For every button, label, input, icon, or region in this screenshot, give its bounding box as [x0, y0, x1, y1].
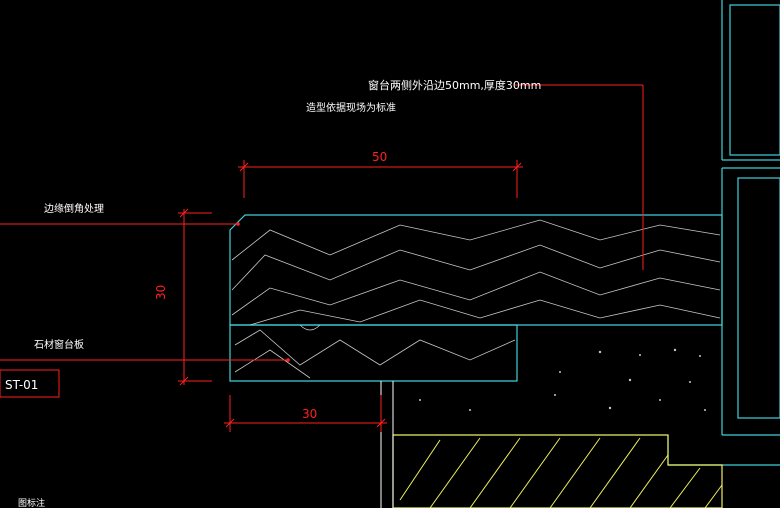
- sill-overhang-note: 窗台两侧外沿边50mm,厚度30mm: [368, 78, 541, 92]
- dimension-bottom-width: 30: [302, 407, 317, 421]
- wall-lines: [380, 381, 394, 508]
- stone-sill-note: 石材窗台板: [34, 338, 84, 351]
- dimension-lines: [0, 84, 644, 432]
- leader-dot: [286, 358, 290, 362]
- corner-text: 图标注: [18, 497, 45, 508]
- mortar-speckle: [419, 348, 706, 411]
- material-tag: ST-01: [5, 378, 38, 392]
- leader-dot: [236, 222, 240, 226]
- site-note: 造型依据现场为标准: [306, 101, 396, 114]
- edge-chamfer-note: 边缘倒角处理: [44, 202, 104, 215]
- dimension-left-height: 30: [154, 285, 168, 300]
- window-frame: [667, 0, 780, 466]
- wall-section: [392, 434, 723, 508]
- stone-grain-hatch: [231, 219, 721, 379]
- dimension-top-width: 50: [372, 150, 387, 164]
